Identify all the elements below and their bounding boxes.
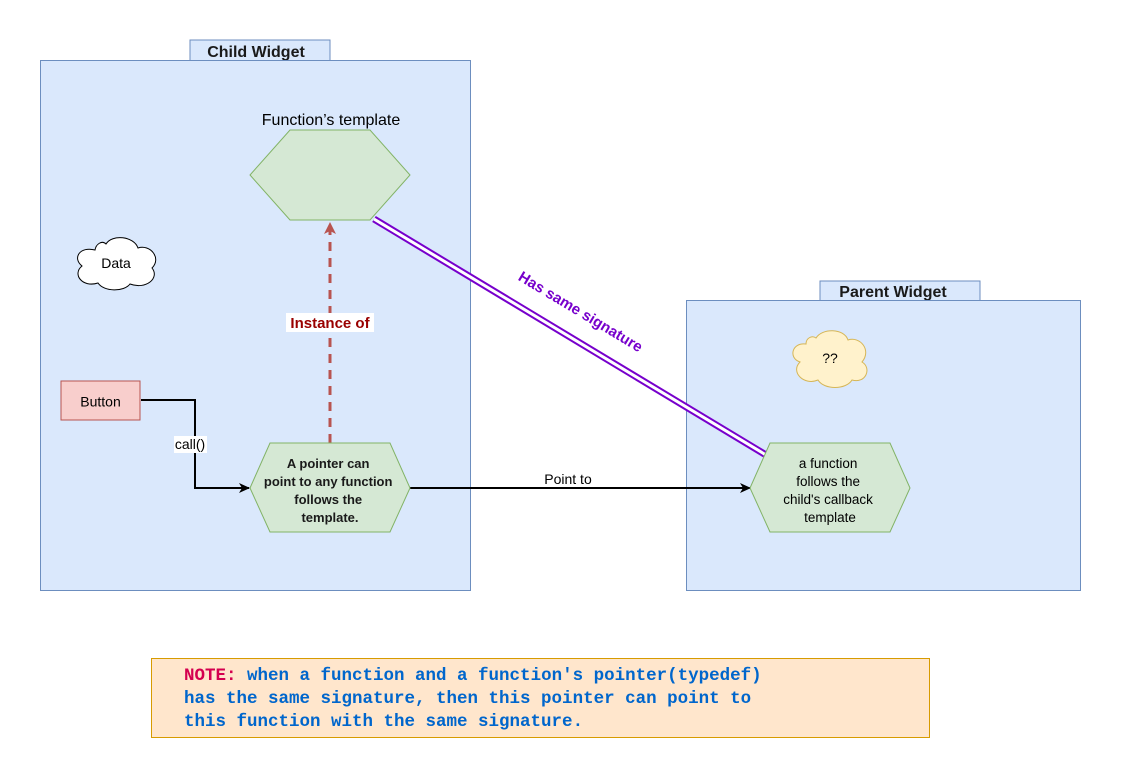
function-template-node[interactable]: Function’s template	[249, 112, 411, 221]
child-widget-title: Child Widget	[207, 44, 305, 61]
unknown-cloud[interactable]: ??	[792, 330, 868, 388]
note-box: NOTE: when a function and a function's p…	[151, 658, 930, 738]
data-cloud-shape	[77, 237, 157, 291]
button-node[interactable]: Button	[60, 380, 141, 421]
instance-of-edge[interactable]: Instance of	[286, 222, 374, 443]
child-widget-body	[40, 60, 471, 591]
note-line-3: this function with the same signature.	[184, 712, 584, 732]
parent-widget-title: Parent Widget	[839, 284, 947, 301]
function-hexagon-line-1: a function	[799, 456, 858, 471]
unknown-cloud-shape	[792, 330, 868, 388]
function-hexagon-line-3: child's callback	[783, 492, 873, 507]
point-to-edge[interactable]: Point to	[410, 471, 751, 493]
pointer-node[interactable]: A pointer can point to any function foll…	[249, 442, 411, 533]
pointer-hexagon	[249, 442, 411, 533]
data-cloud[interactable]: Data	[77, 237, 157, 291]
note-line-2: has the same signature, then this pointe…	[184, 689, 752, 709]
function-node[interactable]: a function follows the child's callback …	[749, 442, 911, 533]
pointer-hexagon-line-1: A pointer can	[287, 456, 370, 471]
function-hexagon	[749, 442, 911, 533]
instance-of-edge-label: Instance of	[290, 315, 370, 332]
call-edge-label: call()	[175, 436, 205, 452]
pointer-hexagon-text: A pointer can point to any function foll…	[264, 456, 396, 525]
button-shape	[60, 380, 141, 421]
pointer-hexagon-line-3: follows the	[294, 492, 362, 507]
function-template-label: Function’s template	[262, 112, 401, 129]
same-signature-edge-line-inner	[373, 217, 777, 463]
function-template-hexagon	[249, 129, 411, 221]
call-edge-label-bg	[174, 436, 207, 453]
child-widget[interactable]: Child Widget	[40, 39, 471, 591]
function-hexagon-line-2: follows the	[796, 474, 860, 489]
function-hexagon-line-4: template	[804, 510, 856, 525]
unknown-cloud-label: ??	[822, 350, 838, 366]
data-cloud-label: Data	[101, 255, 131, 271]
function-hexagon-text: a function follows the child's callback …	[783, 456, 876, 525]
note-line-1: when a function and a function's pointer…	[236, 666, 762, 686]
button-label: Button	[80, 394, 120, 410]
call-edge[interactable]: call()	[141, 399, 250, 493]
note-label: NOTE:	[184, 666, 237, 686]
instance-of-edge-label-bg	[286, 313, 374, 332]
pointer-hexagon-line-4: template.	[301, 510, 358, 525]
parent-widget[interactable]: Parent Widget	[686, 280, 1081, 591]
pointer-hexagon-line-2: point to any function	[264, 474, 393, 489]
point-to-edge-label: Point to	[544, 471, 592, 487]
